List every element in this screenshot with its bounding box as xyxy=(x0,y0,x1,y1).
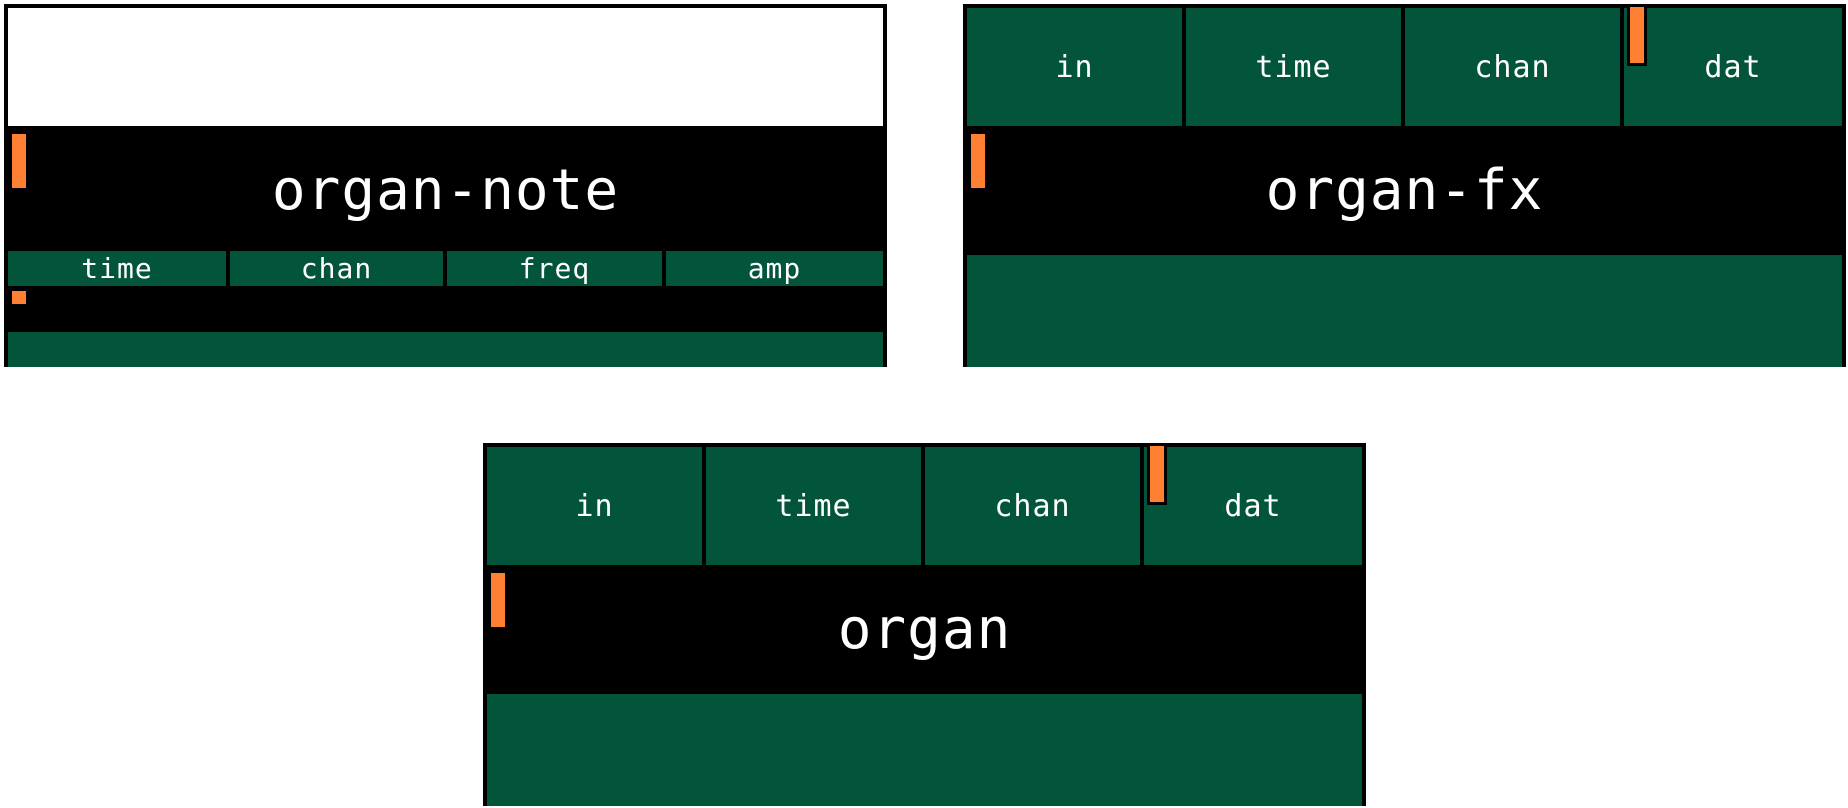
input-marker[interactable] xyxy=(1147,443,1167,505)
module-title: organ xyxy=(837,597,1012,662)
input-port-dat[interactable]: dat xyxy=(1624,8,1842,126)
port-label: amp xyxy=(747,252,802,285)
input-port-chan[interactable]: chan xyxy=(925,447,1140,565)
port-label: dat xyxy=(1224,488,1282,524)
input-port-chan[interactable]: chan xyxy=(1405,8,1620,126)
port-label: chan xyxy=(1474,49,1551,85)
input-port-in[interactable]: in xyxy=(487,447,702,565)
module-organ-fx[interactable]: in time chan dat organ-fx xyxy=(963,4,1846,367)
port-label: time xyxy=(81,252,153,285)
output-port-time[interactable]: time xyxy=(8,251,226,286)
port-label: time xyxy=(1255,49,1332,85)
output-port-amp[interactable]: amp xyxy=(666,251,883,286)
module-organ-note[interactable]: organ-note time chan freq amp xyxy=(4,4,887,367)
selection-marker[interactable] xyxy=(491,573,505,627)
selection-marker[interactable] xyxy=(971,134,985,188)
input-port-dat[interactable]: dat xyxy=(1144,447,1362,565)
output-marker[interactable] xyxy=(12,291,26,304)
module-title: organ-note xyxy=(271,158,620,223)
selection-marker[interactable] xyxy=(12,134,26,188)
input-port-in[interactable]: in xyxy=(967,8,1182,126)
module-body xyxy=(967,255,1842,367)
port-label: in xyxy=(575,488,614,524)
input-marker[interactable] xyxy=(1627,4,1647,66)
module-body xyxy=(487,694,1362,806)
port-label: time xyxy=(775,488,852,524)
module-title: organ-fx xyxy=(1265,158,1544,223)
port-label: chan xyxy=(994,488,1071,524)
port-label: dat xyxy=(1704,49,1762,85)
input-port-time[interactable]: time xyxy=(1186,8,1401,126)
module-header-blank xyxy=(8,8,883,126)
module-footer xyxy=(8,332,883,367)
output-port-freq[interactable]: freq xyxy=(447,251,662,286)
port-label: freq xyxy=(518,252,591,285)
port-label: in xyxy=(1055,49,1094,85)
module-organ[interactable]: in time chan dat organ xyxy=(483,443,1366,806)
port-label: chan xyxy=(300,252,373,285)
input-port-time[interactable]: time xyxy=(706,447,921,565)
output-port-chan[interactable]: chan xyxy=(230,251,443,286)
